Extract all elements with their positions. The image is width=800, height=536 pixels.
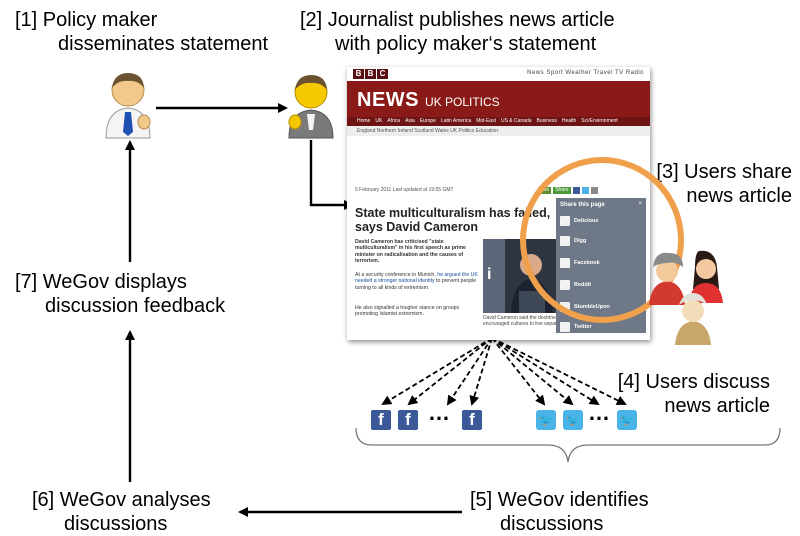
nav-item: Home [357,118,371,124]
dashed-arrow [491,337,600,406]
nav-item: Health [561,118,577,124]
step-4-label: [4] Users discuss news article [617,371,770,417]
policy-maker-icon [105,73,151,139]
step-3-label: [3] Users share news article [656,161,792,207]
article-headline: State multiculturalism has failed, says … [355,206,551,234]
nav-item: Latin America [440,118,472,124]
dashed-arrow [381,337,493,406]
article-lead: David Cameron has criticised "state mult… [355,239,466,265]
nav-item: Sci/Environment [581,118,618,124]
step-7-label: [7] WeGov displays discussion feedback [15,271,226,317]
article-paragraph: He also signalled a tougher stance on gr… [355,305,460,318]
twitter-icon: 🐦 [536,410,556,430]
bbc-masthead: NEWS UK POLITICS [347,81,650,117]
twitter-icon: 🐦 [617,410,637,430]
facebook-icon: f [371,410,391,430]
article-date: 5 February 2011 Last updated at 19:55 GM… [355,187,454,193]
dashed-arrow [491,337,574,406]
dashed-arrow [491,337,546,406]
facebook-icon: f [398,410,418,430]
twitter-icon: 🐦 [563,410,583,430]
nav-item: Africa [387,118,401,124]
photo-caption: David Cameron said the doctrine encourag… [483,315,575,327]
dashed-arrow [407,337,493,406]
bbc-sub-nav: England Northern Ireland Scotland Wales … [347,126,650,136]
article-paragraph: At a security conference in Munich, he a… [355,272,478,291]
article-link: he argued the UK needed a stronger natio… [355,272,478,285]
journalist-icon [288,75,334,139]
dashed-arrow [446,337,493,406]
twitter-icon [560,322,570,332]
nav-item: Mid-East [476,118,496,124]
nav-item: US & Canada [500,118,532,124]
users-group-icon [649,250,723,345]
nav-item: Asia [405,118,415,124]
ellipsis: … [588,400,611,425]
bbc-section-title: UK POLITICS [425,95,500,109]
bbc-top-nav: News Sport Weather Travel TV Radio [527,70,644,76]
share-highlight-ring [520,157,684,323]
step-2-label: [2] Journalist publishes news article wi… [300,9,615,55]
step-1-label: [1] Policy maker disseminates statement [15,9,269,55]
dashed-arrow [491,337,627,405]
step-5-label: [5] WeGov identifies discussions [470,489,649,535]
step-6-label: [6] WeGov analyses discussions [32,489,211,535]
nav-item: Europe [419,118,436,124]
bbc-news-brand: NEWS [357,89,419,111]
arrow-journalist-to-article [309,140,354,210]
svg-text:i: i [487,266,491,283]
nav-item: UK [375,118,383,124]
ellipsis: … [428,400,451,425]
bbc-nav-bar: Home UK Africa Asia Europe Latin America… [347,117,650,126]
discussions-brace [355,427,781,463]
dashed-arrow [469,337,493,406]
share-item-twitter: Twitter [560,322,640,332]
facebook-icon: f [462,410,482,430]
nav-item: Business [536,118,557,124]
